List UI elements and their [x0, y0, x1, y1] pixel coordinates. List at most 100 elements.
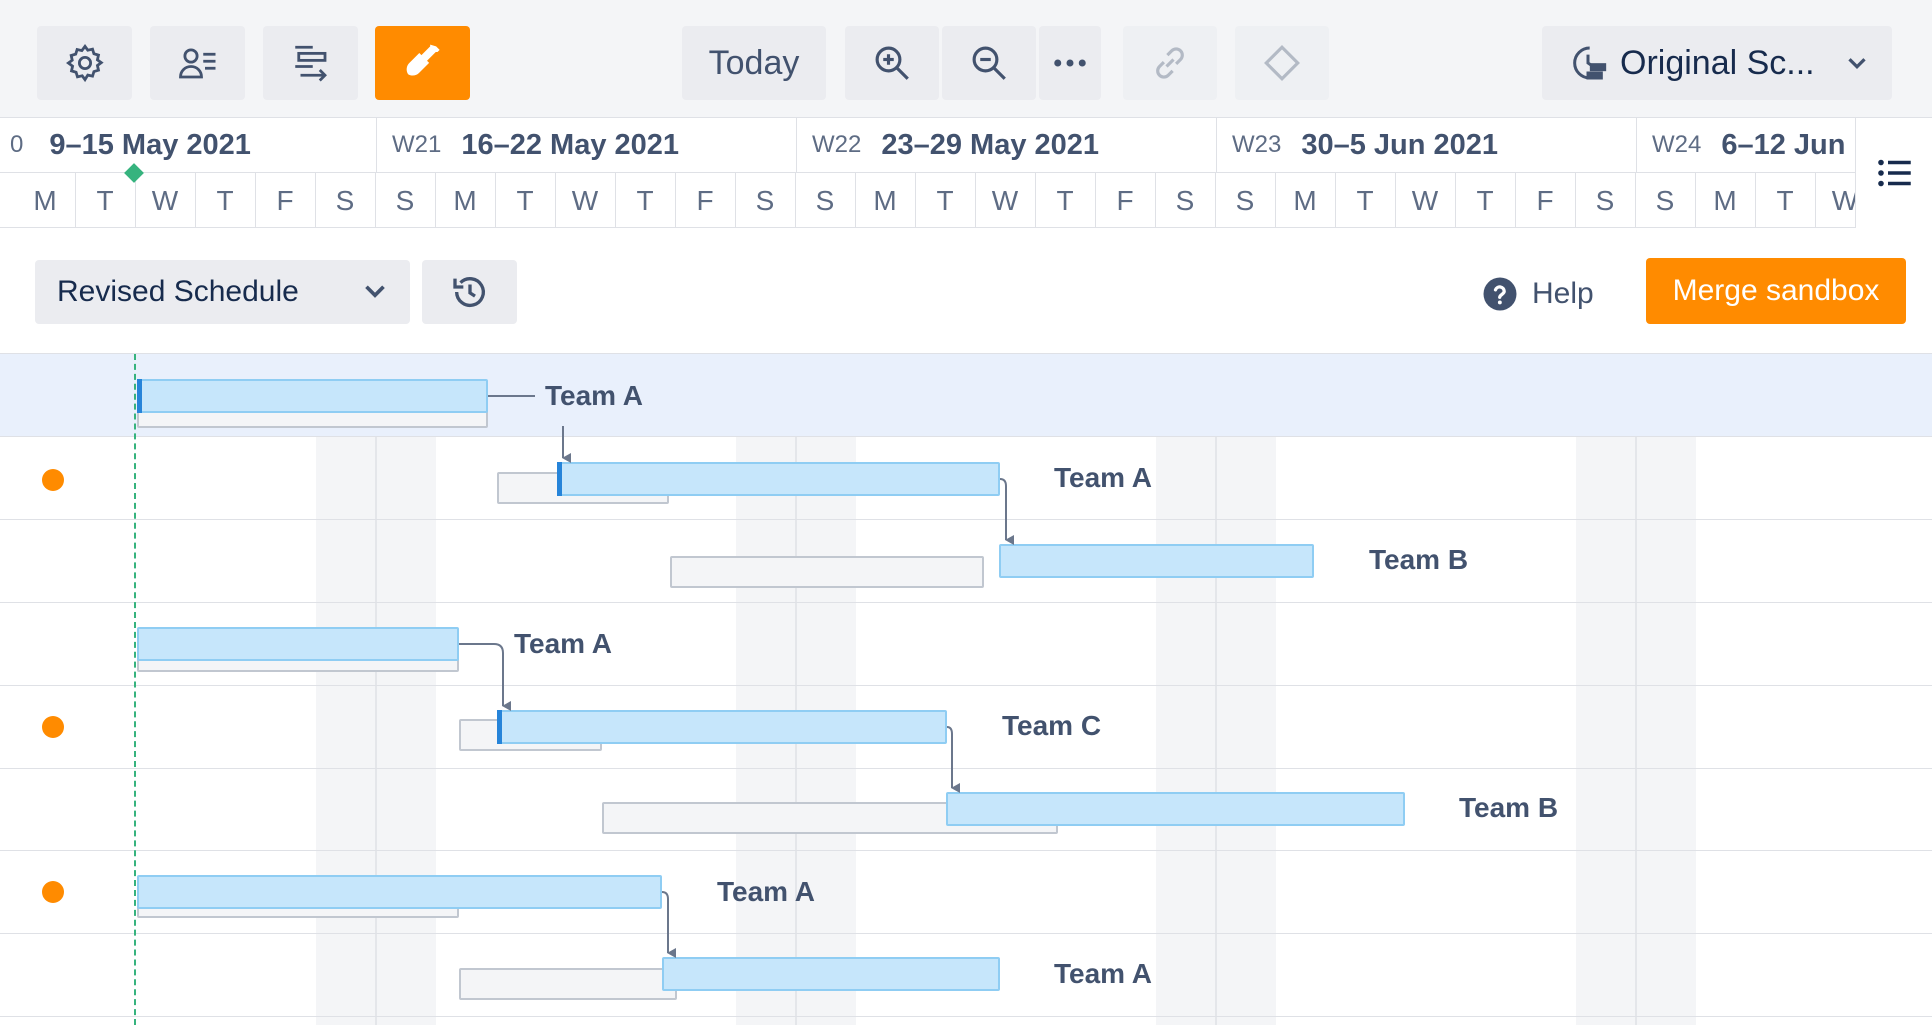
more-icon	[1054, 59, 1086, 67]
day-cell: F	[1515, 173, 1576, 229]
list-icon	[1877, 159, 1911, 187]
day-cell: S	[795, 173, 856, 229]
baseline-bar	[670, 556, 984, 588]
zoom-in-icon	[875, 46, 909, 80]
shovel-icon	[406, 44, 440, 76]
week-range: 6–12 Jun	[1721, 128, 1846, 161]
week-number: W23	[1232, 131, 1282, 158]
week-separator	[795, 354, 797, 1025]
today-label: Today	[708, 43, 800, 82]
day-cell: T	[75, 173, 136, 229]
status-dot	[42, 881, 64, 903]
day-cell: S	[315, 173, 376, 229]
row-divider	[0, 602, 1932, 603]
zoom-out-button[interactable]	[942, 26, 1036, 100]
zoom-group	[845, 26, 1101, 100]
week-cell: W23 30–5 Jun 2021	[1216, 118, 1637, 172]
settings-button[interactable]	[37, 26, 132, 100]
week-range: 23–29 May 2021	[881, 128, 1100, 161]
milestone-button[interactable]	[1235, 26, 1329, 100]
people-button[interactable]	[150, 26, 245, 100]
toolbar: Today	[0, 0, 1932, 118]
row-divider	[0, 768, 1932, 769]
gear-icon	[65, 44, 104, 83]
task-bar[interactable]	[999, 544, 1314, 578]
sandbox-button[interactable]	[375, 26, 470, 100]
day-cell: M	[15, 173, 76, 229]
team-label: Team A	[514, 628, 613, 659]
baseline-clock-icon	[1573, 46, 1607, 80]
task-bar[interactable]	[497, 710, 947, 744]
history-button[interactable]	[422, 260, 517, 324]
zoom-in-button[interactable]	[845, 26, 939, 100]
team-label: Team B	[1459, 792, 1559, 823]
baseline-button[interactable]	[263, 26, 358, 100]
row-divider	[0, 519, 1932, 520]
day-cell: W	[555, 173, 616, 229]
timeline-header: 0 9–15 May 2021 W21 16–22 May 2021 W22 2…	[0, 118, 1932, 229]
day-cell: M	[435, 173, 496, 229]
today-button[interactable]: Today	[682, 26, 826, 100]
schedule-version-select[interactable]: Original Sc...	[1542, 26, 1892, 100]
baseline-icon	[294, 45, 327, 82]
more-button[interactable]	[1039, 26, 1101, 100]
row-divider	[0, 850, 1932, 851]
schedule-select[interactable]: Revised Schedule	[35, 260, 410, 324]
day-cell: W	[135, 173, 196, 229]
day-cell: T	[915, 173, 976, 229]
day-cell: S	[1635, 173, 1696, 229]
week-number: W22	[812, 131, 862, 158]
day-cell: T	[1335, 173, 1396, 229]
help-icon	[1483, 277, 1517, 311]
team-label: Team A	[545, 380, 644, 411]
day-cell: S	[1575, 173, 1636, 229]
week-cell: W21 16–22 May 2021	[376, 118, 797, 172]
day-cell: T	[495, 173, 556, 229]
team-label: Team B	[1369, 544, 1469, 575]
schedule-version-label: Original Sc...	[1620, 43, 1815, 82]
day-cell: F	[1095, 173, 1156, 229]
week-cell: W22 23–29 May 2021	[796, 118, 1217, 172]
dependency-arrow	[661, 891, 676, 958]
task-bar[interactable]	[137, 875, 662, 909]
day-cell: F	[675, 173, 736, 229]
task-bar[interactable]	[137, 379, 488, 413]
day-cell: T	[1035, 173, 1096, 229]
day-cell: W	[1815, 173, 1855, 229]
status-dot	[42, 469, 64, 491]
week-number: W24	[1652, 131, 1702, 158]
day-cell: S	[735, 173, 796, 229]
day-cell: F	[255, 173, 316, 229]
merge-sandbox-button[interactable]: Merge sandbox	[1646, 258, 1906, 324]
task-list-toggle[interactable]	[1855, 118, 1932, 228]
dependency-arrow	[999, 478, 1014, 545]
row-divider	[0, 685, 1932, 686]
task-bar[interactable]	[557, 462, 1000, 496]
chevron-down-icon	[1848, 58, 1866, 70]
help-link[interactable]: Help	[1482, 270, 1594, 318]
task-bar[interactable]	[662, 957, 1000, 991]
week-range: 30–5 Jun 2021	[1301, 128, 1499, 161]
chevron-down-icon	[365, 285, 385, 298]
day-cell: M	[1695, 173, 1756, 229]
week-separator	[1635, 354, 1637, 1025]
task-bar[interactable]	[946, 792, 1405, 826]
team-label: Team C	[1002, 710, 1102, 741]
row-divider	[0, 933, 1932, 934]
day-cell: M	[855, 173, 916, 229]
day-row: MTWTFSSMTWTFSSMTWTFSSMTWTFSSMTW	[0, 172, 1855, 229]
task-bar[interactable]	[137, 627, 459, 661]
status-dot	[42, 716, 64, 738]
dependency-links	[459, 395, 1014, 958]
week-number: W21	[392, 131, 442, 158]
day-cell: T	[1755, 173, 1816, 229]
week-cell: W24 6–12 Jun	[1636, 118, 1855, 172]
link-button[interactable]	[1123, 26, 1217, 100]
day-cell: M	[1275, 173, 1336, 229]
team-label: Team A	[717, 876, 816, 907]
row-divider	[0, 1016, 1932, 1017]
week-range: 9–15 May 2021	[49, 128, 251, 161]
day-cell: S	[375, 173, 436, 229]
zoom-out-icon	[972, 46, 1006, 80]
week-separator	[1215, 354, 1217, 1025]
